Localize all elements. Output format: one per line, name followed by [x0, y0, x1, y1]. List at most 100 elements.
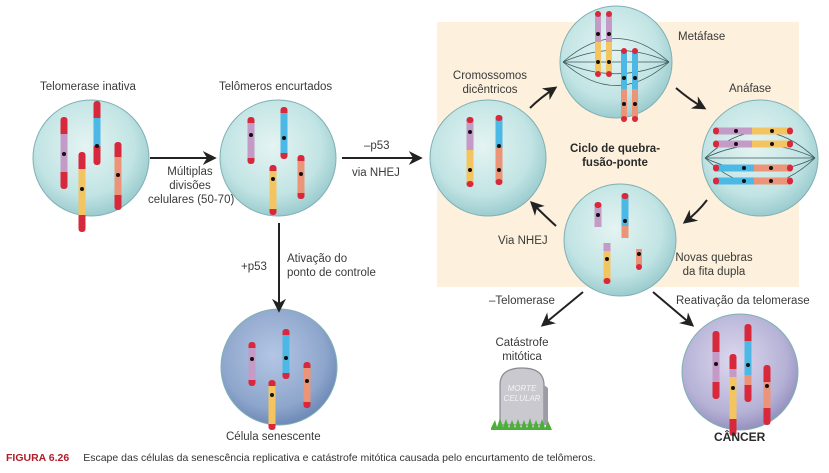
chromosome-segment: [744, 327, 752, 341]
spindle-fiber: [562, 61, 670, 75]
chromosome-blue: [280, 107, 288, 159]
centromere: [734, 129, 738, 133]
centromere: [80, 187, 84, 191]
telomere-cap: [763, 365, 771, 371]
chromosome-purple: [248, 342, 256, 386]
telomere-cap: [606, 11, 612, 17]
chromosome-segment: [466, 150, 474, 184]
telomere-cap: [632, 48, 638, 54]
chromosome-segment: [60, 154, 68, 172]
cancer-chromosome-blue: [744, 324, 752, 402]
chromosome-purple: [247, 117, 255, 164]
label-telomerase-reactivation: Reativação da telomerase: [676, 295, 810, 307]
spindle-fiber: [562, 49, 670, 63]
chromosome-blue: [282, 329, 290, 379]
cell-short-telomeres: [219, 99, 337, 217]
centromere: [637, 252, 641, 256]
telomere-cap: [466, 117, 474, 123]
centromere: [596, 32, 600, 36]
telomere-cap: [713, 164, 719, 172]
telomere-cap: [595, 71, 601, 77]
anaphase-chromosome-4: [713, 177, 793, 185]
telomere-cap: [269, 165, 277, 171]
telomere-cap: [60, 117, 68, 123]
label-checkpoint-1: Ativação do: [287, 253, 348, 265]
centromere: [116, 173, 120, 177]
telomere-cap: [621, 193, 629, 199]
chromosome-segment: [466, 120, 474, 150]
label-anaphase: Anáfase: [729, 83, 772, 95]
centromere: [742, 179, 746, 183]
chromosome-segment: [729, 357, 737, 369]
label-bfb-cycle: Ciclo de quebra- fusão-ponte: [555, 142, 675, 170]
centromere: [765, 384, 769, 388]
centromere: [249, 133, 253, 137]
chromosome-blue: [93, 101, 101, 165]
arrow-to-new-breaks: [682, 199, 708, 224]
chromosome-segment: [744, 375, 752, 385]
chromosome-segment: [303, 384, 311, 402]
chromosome-purple: [60, 117, 68, 189]
telomere-cap: [712, 393, 720, 399]
chromosome-segment: [495, 118, 503, 148]
centromere: [497, 144, 501, 148]
centromere: [468, 130, 472, 134]
telomere-cap: [268, 424, 276, 430]
anaphase-chromosome-2: [713, 140, 793, 148]
chromosome-segment: [60, 120, 68, 134]
label-bfb-cycle-1: Ciclo de quebra-: [569, 143, 661, 155]
label-checkpoint: Ativação do ponto de controle: [287, 252, 376, 280]
cell-senescent: [220, 308, 338, 426]
anaphase-chromosome-3: [713, 164, 793, 172]
label-new-breaks-2: da fita dupla: [682, 266, 746, 278]
telomere-cap: [713, 127, 719, 135]
chromosome-segment: [603, 251, 611, 281]
dicentric-chromosome-2: [495, 115, 503, 185]
chromosome-yellow: [268, 380, 276, 430]
chromosome-segment: [729, 403, 737, 419]
chromosome-segment: [248, 362, 256, 380]
centromere: [305, 379, 309, 383]
telomere-cap: [713, 177, 719, 185]
chromosome-segment: [282, 335, 290, 361]
label-multiple-divisions-2: divisões: [169, 180, 211, 192]
label-mitotic-catastrophe-2: mitótica: [502, 351, 542, 363]
arrow-minus-telomerase: [540, 291, 584, 327]
chromosome-segment: [60, 134, 68, 154]
telomere-cap: [78, 152, 86, 158]
anaphase-chromosome-1: [713, 127, 793, 135]
label-multiple-divisions-1: Múltiplas: [167, 166, 213, 178]
chromosome-segment: [744, 341, 752, 365]
label-mitotic-catastrophe: Catástrofe mitótica: [487, 336, 557, 364]
telomere-cap: [787, 177, 793, 185]
spindle-fiber: [562, 38, 670, 63]
telomere-cap: [269, 209, 277, 215]
metaphase-chromosome-1: [595, 11, 601, 77]
centromere: [622, 102, 626, 106]
centromere: [607, 60, 611, 64]
telomere-cap: [93, 101, 101, 107]
tombstone-text-2: CELULAR: [504, 394, 541, 403]
arrow-to-metaphase: [529, 86, 558, 109]
chromosome-segment: [636, 249, 642, 267]
broken-chromosome-yellow: [603, 243, 611, 284]
chromosome-segment: [114, 157, 122, 175]
chromosome-segment: [712, 352, 720, 368]
telomere-cap: [712, 331, 720, 337]
chromosome-segment: [712, 368, 720, 382]
centromere: [596, 213, 600, 217]
chromosome-segment: [78, 189, 86, 215]
centromere: [622, 76, 626, 80]
chromosome-segment: [303, 368, 311, 384]
telomere-cap: [621, 116, 627, 122]
chromosome-segment: [78, 169, 86, 189]
cell-dicentric: [429, 99, 547, 217]
broken-chromosome-salmon: [636, 249, 642, 270]
telomere-cap: [744, 396, 752, 402]
chromosome-segment: [248, 348, 256, 362]
label-metaphase: Metáfase: [678, 31, 726, 43]
label-multiple-divisions-3: celulares (50-70): [148, 194, 235, 206]
telomere-cap: [282, 373, 290, 379]
chromosome-segment: [93, 146, 101, 162]
chromosome-segment: [606, 42, 612, 74]
